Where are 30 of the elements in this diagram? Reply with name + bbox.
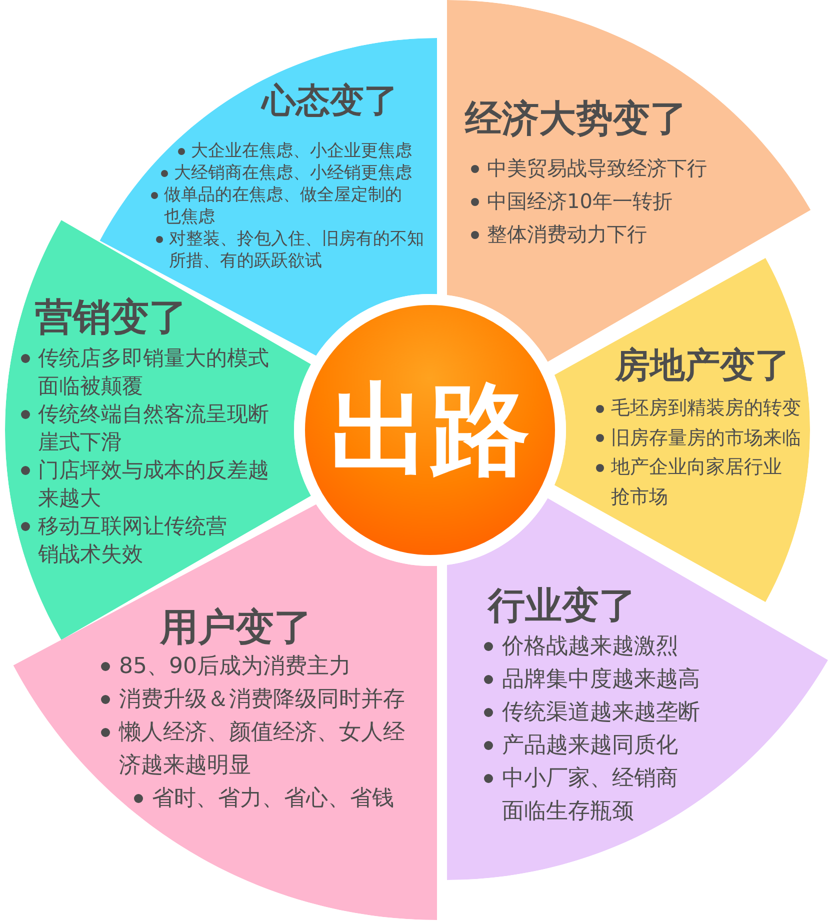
bullet-item: 传统渠道越来越垄断 [483,696,713,729]
bullet-item: 懒人经济、颜值经济、女人经济越来越明显 [100,716,416,782]
bullet-item: 大企业在焦虑、小企业更焦虑 [177,140,437,162]
bullet-item: 品牌集中度越来越高 [483,663,713,696]
bullet-item: 整体消费动力下行 [470,218,710,251]
bullet-item: 毛坯房到精装房的转变 [595,394,807,424]
segment-title: 房地产变了 [615,346,790,386]
bullet-item: 85、90后成为消费主力 [100,650,416,683]
bullet-item: 价格战越来越激烈 [483,630,713,663]
bullet-item: 做单品的在焦虑、做全屋定制的也焦虑 [150,184,415,228]
segment-title: 用户变了 [160,606,312,650]
bullet-item: 传统终端自然客流呈现断崖式下滑 [20,400,282,456]
bullet-item: 产品越来越同质化 [483,729,713,762]
segment-title: 心态变了 [262,82,398,122]
segment-title: 营销变了 [35,296,187,340]
bullet-item: 对整装、拎包入住、旧房有的不知所措、有的跃跃欲试 [155,228,435,272]
bullet-item: 旧房存量房的市场来临 [595,424,807,453]
bullet-item: 地产企业向家居行业抢市场 [595,453,797,512]
bullet-item: 省时、省力、省心、省钱 [133,782,423,815]
bullet-item: 中美贸易战导致经济下行 [470,152,710,185]
bullet-item: 门店坪效与成本的反差越来越大 [20,456,282,512]
bullet-item: 大经销商在焦虑、小经销更焦虑 [160,162,430,184]
center-label: 出路 [330,375,530,485]
bullet-item: 中小厂家、经销商面临生存瓶颈 [483,762,691,828]
segment-title: 行业变了 [488,585,636,628]
bullet-item: 传统店多即销量大的模式面临被颠覆 [20,344,282,400]
bullet-item: 中国经济10年一转折 [470,185,710,218]
bullet-item: 移动互联网让传统营销战术失效 [20,512,242,568]
segment-title: 经济大势变了 [465,98,687,141]
bullet-item: 消费升级＆消费降级同时并存 [100,683,416,716]
